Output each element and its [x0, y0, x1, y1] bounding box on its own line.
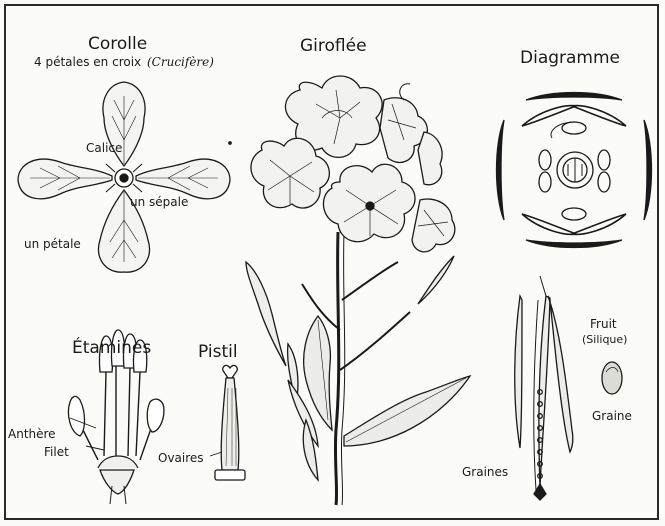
- wallflower-title: Giroflée: [300, 38, 367, 55]
- stamens-title: Étamines: [72, 340, 151, 357]
- sepal-label: un sépale: [130, 196, 188, 208]
- pistil-title: Pistil: [198, 344, 238, 361]
- filament-label: Filet: [44, 446, 69, 458]
- calyx-label: Calice: [86, 142, 122, 154]
- silique-illustration: [515, 276, 622, 500]
- corolla-subtitle: 4 pétales en croix: [34, 56, 141, 68]
- petal-label: un pétale: [24, 238, 81, 250]
- anther-label: Anthère: [8, 428, 56, 440]
- seed-label: Graine: [592, 410, 632, 422]
- floral-diagram: [497, 93, 652, 248]
- ovaries-label: Ovaires: [158, 452, 204, 464]
- corolla-title: Corolle: [88, 36, 147, 53]
- fruit-title: Fruit: [590, 318, 617, 330]
- wallflower-illustration: [246, 76, 470, 505]
- seeds-label: Graines: [462, 466, 508, 478]
- diagram-title: Diagramme: [520, 50, 620, 67]
- fruit-subtitle: (Silique): [582, 334, 627, 345]
- pistil-illustration: [215, 365, 245, 480]
- corolla-subtitle-note: (Crucifère): [147, 56, 214, 68]
